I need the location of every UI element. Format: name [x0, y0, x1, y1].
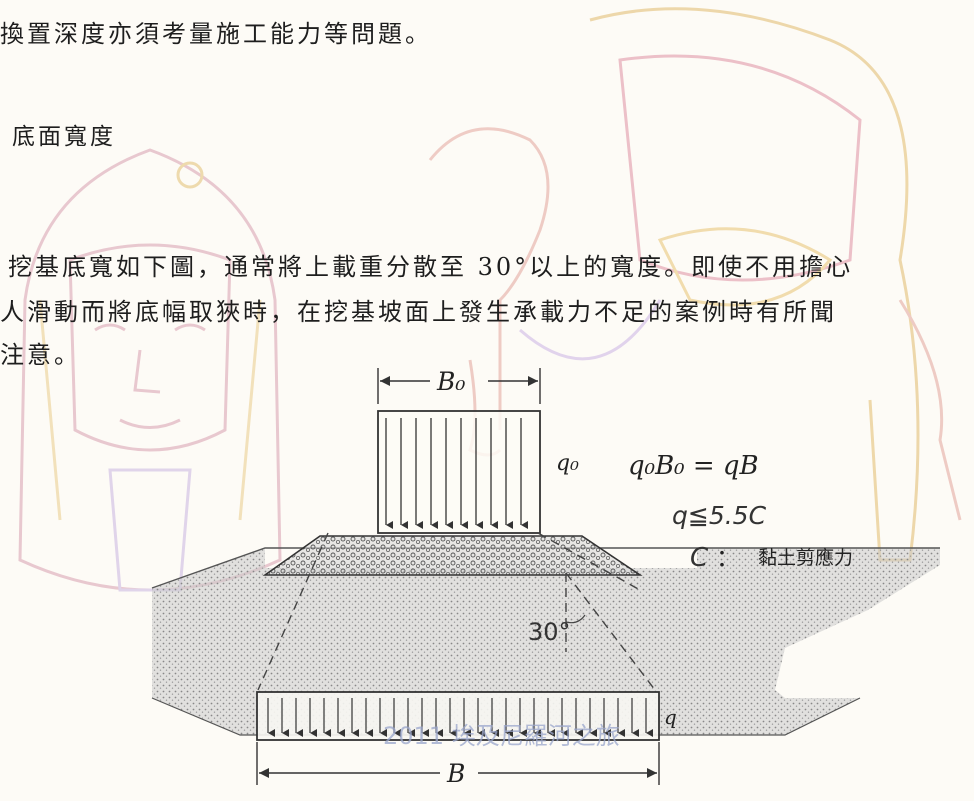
equation-c-definition: 黏土剪應力	[758, 546, 853, 569]
label-q: q	[664, 705, 677, 729]
ground-surface-line	[151, 547, 940, 589]
label-q0: q₀	[556, 451, 579, 476]
equation-bearing-limit: q≦5.5C	[672, 501, 767, 530]
camel-icon	[428, 7, 962, 562]
label-b: B	[446, 759, 465, 788]
soil-layer	[152, 548, 940, 698]
section-heading: 底面寬度	[12, 124, 116, 150]
body-text-line-1: 換置深度亦須考量施工能力等問題。	[0, 20, 432, 48]
angle-arc	[565, 614, 586, 624]
pharaoh-head-icon	[18, 148, 282, 592]
footing-block	[377, 410, 541, 534]
top-load-arrows	[385, 418, 528, 529]
dimension-b0	[377, 368, 541, 404]
gravel-pad	[262, 535, 643, 576]
bottom-load-arrows	[267, 698, 653, 737]
body-text-line-5: 注意。	[0, 341, 81, 369]
body-text-line-4: 人滑動而將底幅取狹時，在挖基坡面上發生承載力不足的案例時有所聞	[0, 298, 837, 326]
label-b0: B₀	[436, 367, 465, 396]
dimension-b	[256, 742, 660, 785]
equation-c-colon: ：	[716, 544, 740, 572]
equation-load-balance: q₀B₀ = qB	[628, 451, 759, 481]
equation-c-symbol: C	[690, 543, 709, 573]
label-angle: 30°	[528, 618, 571, 646]
watermark-caption: 2011 埃及尼羅河之旅	[383, 722, 620, 750]
load-spread-lines	[257, 532, 656, 691]
body-text-line-3: 挖基底寬如下圖，通常將上載重分散至 30°以上的寬度。即使不用擔心	[8, 253, 854, 281]
